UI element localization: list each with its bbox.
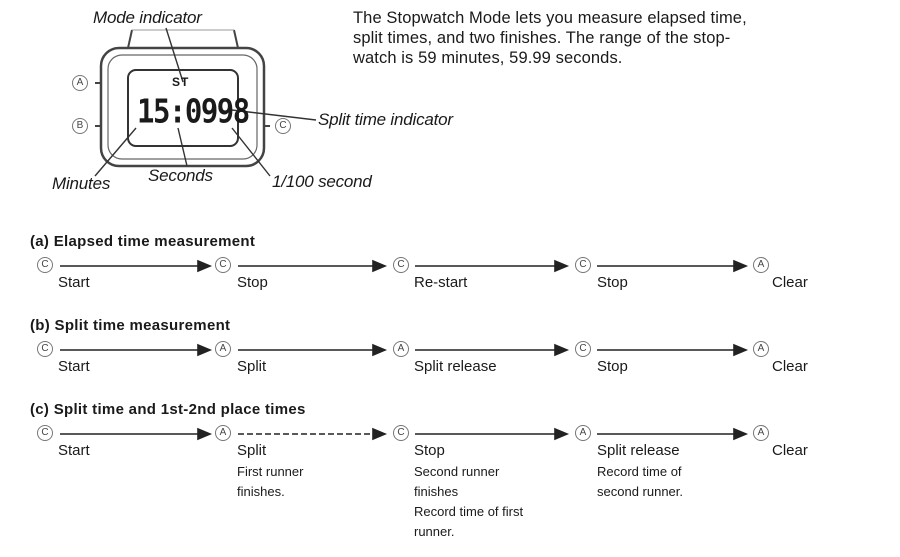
step-button-icon: A: [393, 341, 409, 357]
step-button-icon: C: [37, 257, 53, 273]
leader-split: [231, 109, 317, 121]
section-c-heading: (c) Split time and 1st-2nd place times: [30, 401, 306, 418]
step-button-icon: C: [575, 341, 591, 357]
leader-minutes: [94, 127, 137, 177]
callout-split-time-indicator: Split time indicator: [318, 110, 453, 129]
lcd-mode-text: ST: [172, 75, 190, 89]
callout-mode-indicator: Mode indicator: [93, 8, 202, 27]
watch-button-b[interactable]: B: [72, 118, 88, 134]
section-a-heading: (a) Elapsed time measurement: [30, 233, 256, 250]
step-label: Split: [237, 358, 267, 375]
leader-seconds: [177, 127, 188, 167]
step-label: Re-start: [414, 274, 468, 291]
leader-hundredths: [231, 127, 271, 177]
watch-bezel: [107, 54, 258, 160]
description-line: watch is 59 minutes, 59.99 seconds.: [353, 49, 623, 67]
callout-seconds: Seconds: [148, 166, 213, 185]
step-button-icon: C: [393, 257, 409, 273]
step-label: Stop: [597, 274, 628, 291]
leader-mode: [165, 27, 184, 83]
step-button-icon: C: [393, 425, 409, 441]
step-label: Split release: [597, 442, 680, 459]
arrows-c: [60, 427, 749, 441]
callout-minutes: Minutes: [52, 174, 111, 193]
strap-right: [233, 29, 239, 49]
arrows-b: [60, 343, 749, 357]
arrows-a: [60, 259, 749, 273]
description-paragraph: The Stopwatch Mode lets you measure elap…: [353, 8, 893, 68]
step-label: Split release: [414, 358, 497, 375]
step-label: Start: [58, 442, 90, 459]
watch-button-c[interactable]: C: [275, 118, 291, 134]
step-note: First runner: [237, 464, 304, 479]
step-button-icon: A: [753, 257, 769, 273]
lcd-face: [127, 69, 239, 147]
step-note: runner.: [414, 524, 455, 539]
step-note: finishes: [414, 484, 459, 499]
step-note: Second runner: [414, 464, 500, 479]
step-note: finishes.: [237, 484, 285, 499]
step-label: Stop: [597, 358, 628, 375]
step-label: Start: [58, 358, 90, 375]
step-note: Record time of first: [414, 504, 524, 519]
step-button-icon: C: [215, 257, 231, 273]
step-label: Split: [237, 442, 267, 459]
step-note: second runner.: [597, 484, 684, 499]
step-button-icon: C: [37, 341, 53, 357]
watch-button-a[interactable]: A: [72, 75, 88, 91]
step-button-icon: A: [575, 425, 591, 441]
section-b-heading: (b) Split time measurement: [30, 317, 231, 334]
step-label: Start: [58, 274, 90, 291]
strap-left: [127, 29, 133, 49]
step-button-icon: A: [753, 341, 769, 357]
step-button-icon: C: [37, 425, 53, 441]
step-note: Record time of: [597, 464, 682, 479]
step-button-icon: A: [753, 425, 769, 441]
step-label: Clear: [772, 274, 808, 291]
step-button-icon: A: [215, 425, 231, 441]
step-button-icon: C: [575, 257, 591, 273]
step-label: Stop: [237, 274, 268, 291]
lcd-time-text: 15:0998: [137, 91, 250, 131]
callout-hundredths: 1/100 second: [272, 172, 372, 191]
step-button-icon: A: [215, 341, 231, 357]
step-label: Stop: [414, 442, 445, 459]
step-label: Clear: [772, 442, 808, 459]
description-line: split times, and two finishes. The range…: [353, 29, 731, 47]
description-line: The Stopwatch Mode lets you measure elap…: [353, 9, 747, 27]
step-label: Clear: [772, 358, 808, 375]
